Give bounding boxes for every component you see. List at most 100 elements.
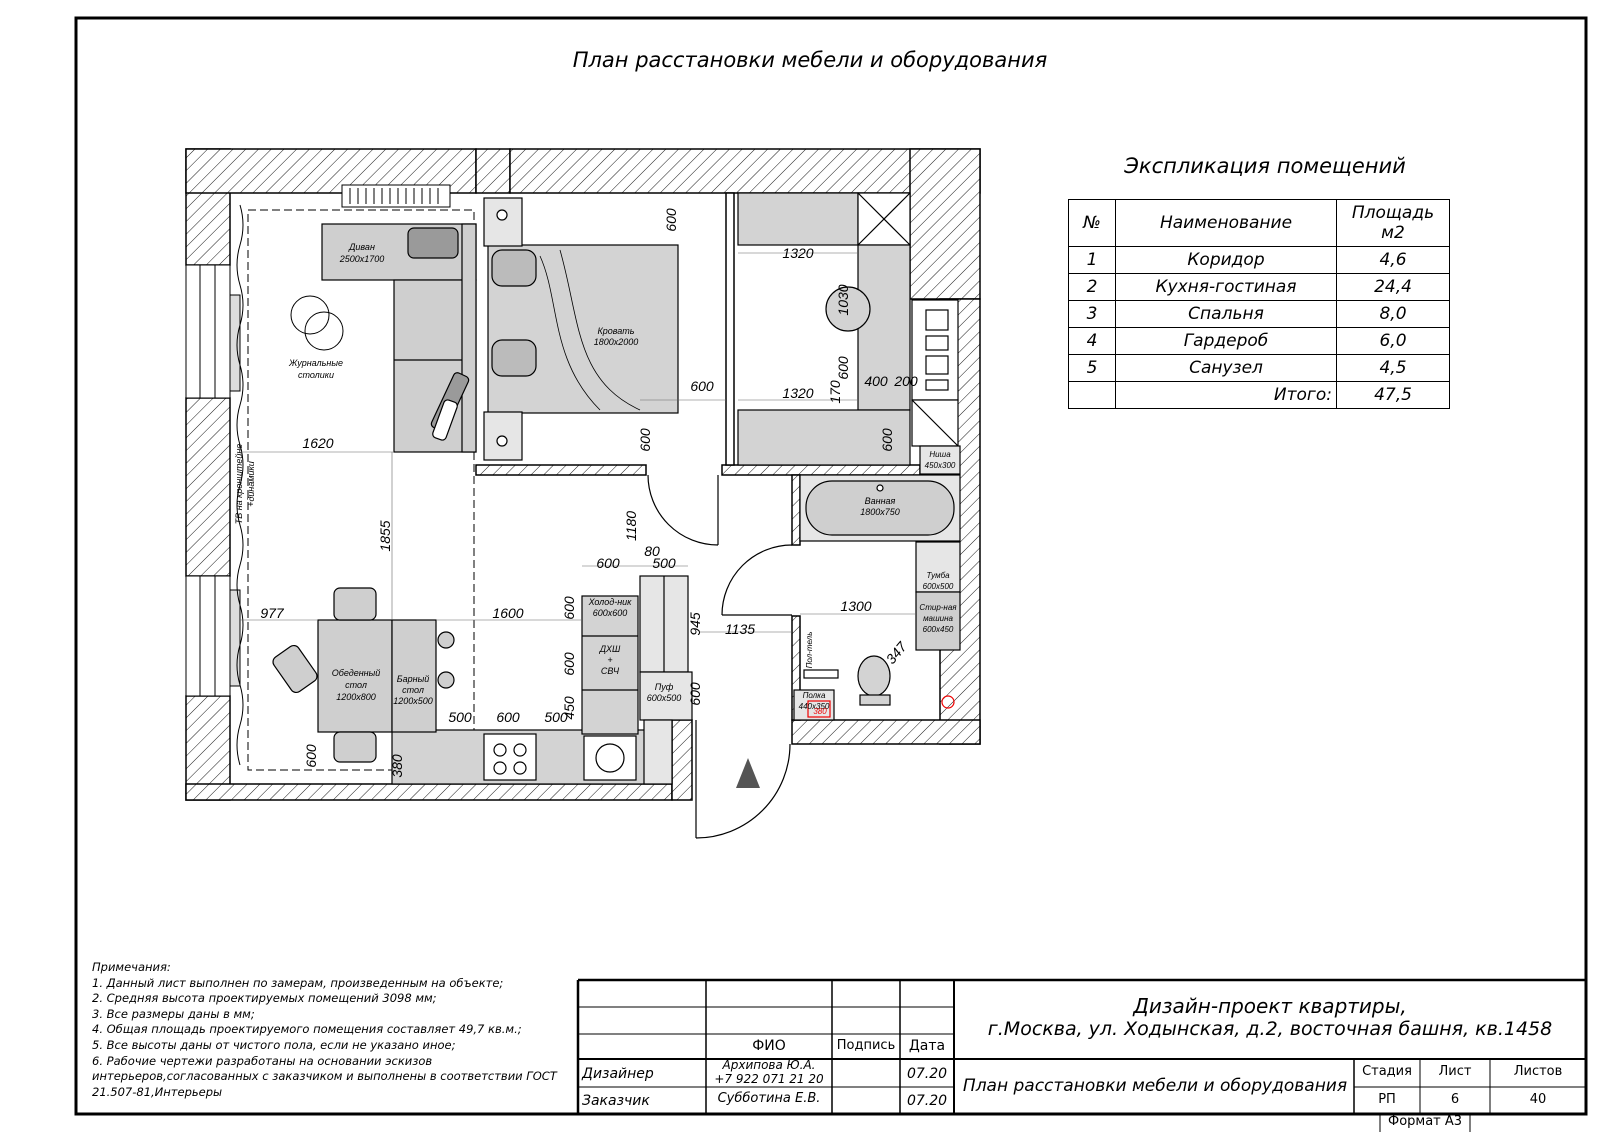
note-item: 5. Все высоты даны от чистого пола, если… xyxy=(92,1037,456,1052)
dim-1300: 1300 xyxy=(840,598,871,614)
dining-table xyxy=(272,587,455,763)
dim-400: 400 xyxy=(864,373,888,389)
label-tv-2: +динамики xyxy=(246,461,256,507)
dim-450: 450 xyxy=(561,696,577,720)
dim-500-a: 500 xyxy=(448,709,472,725)
entrance-arrow-icon xyxy=(736,758,760,788)
label-towel: Пол-тель xyxy=(805,632,814,669)
notes-heading: Примечания: xyxy=(92,960,171,974)
row-number: 3 xyxy=(1068,300,1116,328)
col-date: Дата xyxy=(908,1038,946,1054)
header-number: № xyxy=(1068,199,1116,247)
dim-500-top: 500 xyxy=(652,555,676,571)
sheets-label: Листов xyxy=(1513,1064,1563,1079)
dim-380: 380 xyxy=(389,754,405,778)
col-fio: ФИО xyxy=(752,1038,786,1054)
label-tv-1: ТВ на кронштейне xyxy=(234,444,244,525)
note-item: 6. Рабочие чертежи разработаны на основа… xyxy=(92,1053,557,1099)
header-name: Наименование xyxy=(1115,199,1337,247)
dim-945: 945 xyxy=(687,612,703,636)
dim-977: 977 xyxy=(260,605,285,621)
label-bar-2: стол xyxy=(402,685,424,695)
page-title: План расстановки мебели и оборудования xyxy=(572,48,1048,72)
dim-600-wardrobe-bottom: 600 xyxy=(879,428,895,452)
label-red-num: 380 xyxy=(813,707,827,716)
label-bed: Кровать xyxy=(597,326,634,336)
dim-600-fridge: 600 xyxy=(561,596,577,620)
label-dining-1: Обеденный xyxy=(332,668,380,678)
label-niche-2: 450x300 xyxy=(925,461,956,470)
label-sofa-size: 2500x1700 xyxy=(339,254,385,264)
col-sign: Подпись xyxy=(836,1038,896,1053)
sheet-name: План расстановки мебели и оборудования xyxy=(962,1076,1348,1096)
bed xyxy=(483,197,679,461)
row-area: 8,0 xyxy=(1336,300,1450,328)
row-name: Спальня xyxy=(1115,300,1337,328)
designer-phone: +7 922 071 21 20 xyxy=(714,1072,824,1086)
label-niche-1: Ниша xyxy=(929,450,951,459)
stage-label: Стадия xyxy=(1362,1064,1412,1079)
designer-name: Архипова Ю.А. xyxy=(722,1058,816,1072)
project-title-line2: г.Москва, ул. Ходынская, д.2, восточная … xyxy=(987,1018,1553,1040)
dim-1600: 1600 xyxy=(492,605,523,621)
row-name: Санузел xyxy=(1115,354,1337,382)
table-row: 5 Санузел 4,5 xyxy=(1068,354,1450,382)
row-area: 24,4 xyxy=(1336,273,1450,301)
dim-600-left: 600 xyxy=(303,744,319,768)
label-shelf-2: 440x350 xyxy=(799,702,830,711)
label-bath-1: Ванная xyxy=(865,496,896,506)
total-empty xyxy=(1068,381,1116,409)
dim-200: 200 xyxy=(893,373,918,389)
label-pouf-1: Пуф xyxy=(655,682,674,692)
dim-1320-bottom: 1320 xyxy=(782,385,813,401)
label-fridge-2: 600x600 xyxy=(593,608,628,618)
label-bar-3: 1200x500 xyxy=(393,696,433,706)
bathroom-fixtures xyxy=(653,445,961,739)
notes: Примечания: 1. Данный лист выполнен по з… xyxy=(92,960,572,1100)
label-washer-2: машина xyxy=(923,614,953,623)
row-name: Коридор xyxy=(1115,246,1337,274)
wardrobe xyxy=(737,192,959,466)
sheets-total: 40 xyxy=(1529,1092,1547,1107)
label-shelf-1: Полка xyxy=(803,691,826,700)
designer-date: 07.20 xyxy=(906,1066,948,1082)
table-row: 1 Коридор 4,6 xyxy=(1068,246,1450,274)
doors xyxy=(647,474,793,839)
sheet-label: Лист xyxy=(1438,1064,1472,1079)
project-title-line1: Дизайн-проект квартиры, xyxy=(1133,994,1407,1018)
client-date: 07.20 xyxy=(906,1093,948,1109)
note-item: 2. Средняя высота проектируемых помещени… xyxy=(92,991,437,1006)
note-item: 1. Данный лист выполнен по замерам, прои… xyxy=(92,975,504,990)
label-bath-2: 1800x750 xyxy=(860,507,900,517)
radiator xyxy=(341,184,451,208)
table-row: 4 Гардероб 6,0 xyxy=(1068,327,1450,355)
dim-80: 80 xyxy=(644,543,660,559)
note-item: 3. Все размеры даны в мм; xyxy=(92,1006,255,1021)
label-vanity-2: 600x500 xyxy=(923,582,954,591)
row-name: Кухня-гостиная xyxy=(1115,273,1337,301)
row-number: 1 xyxy=(1068,246,1116,274)
kitchen xyxy=(391,575,693,785)
dim-170: 170 xyxy=(827,380,843,404)
dimension-lines xyxy=(240,252,916,633)
rug-outline xyxy=(247,209,475,771)
curtain xyxy=(236,204,244,766)
label-washer-1: Стир-ная xyxy=(919,603,957,612)
explication-table: № Наименование Площадь м2 1 Коридор 4,6 … xyxy=(1068,199,1450,409)
format-label: Формат А3 xyxy=(1388,1114,1463,1129)
table-total-row: Итого: 47,5 xyxy=(1068,381,1450,409)
note-item: 4. Общая площадь проектируемого помещени… xyxy=(92,1022,522,1037)
row-name: Гардероб xyxy=(1115,327,1337,355)
sheet-frame xyxy=(74,16,1588,1116)
dim-600-kitchen: 600 xyxy=(496,709,520,725)
title-block-grid xyxy=(576,978,1586,1132)
dim-600-corridor: 600 xyxy=(690,378,714,394)
total-label: Итого: xyxy=(1115,381,1337,409)
row-number: 4 xyxy=(1068,327,1116,355)
dim-1180: 1180 xyxy=(623,511,639,541)
dim-600-oven: 600 xyxy=(561,652,577,676)
dim-1030: 1030 xyxy=(835,284,851,315)
dim-1320-top: 1320 xyxy=(782,245,813,261)
total-value: 47,5 xyxy=(1336,381,1450,409)
table-row: 3 Спальня 8,0 xyxy=(1068,300,1450,328)
